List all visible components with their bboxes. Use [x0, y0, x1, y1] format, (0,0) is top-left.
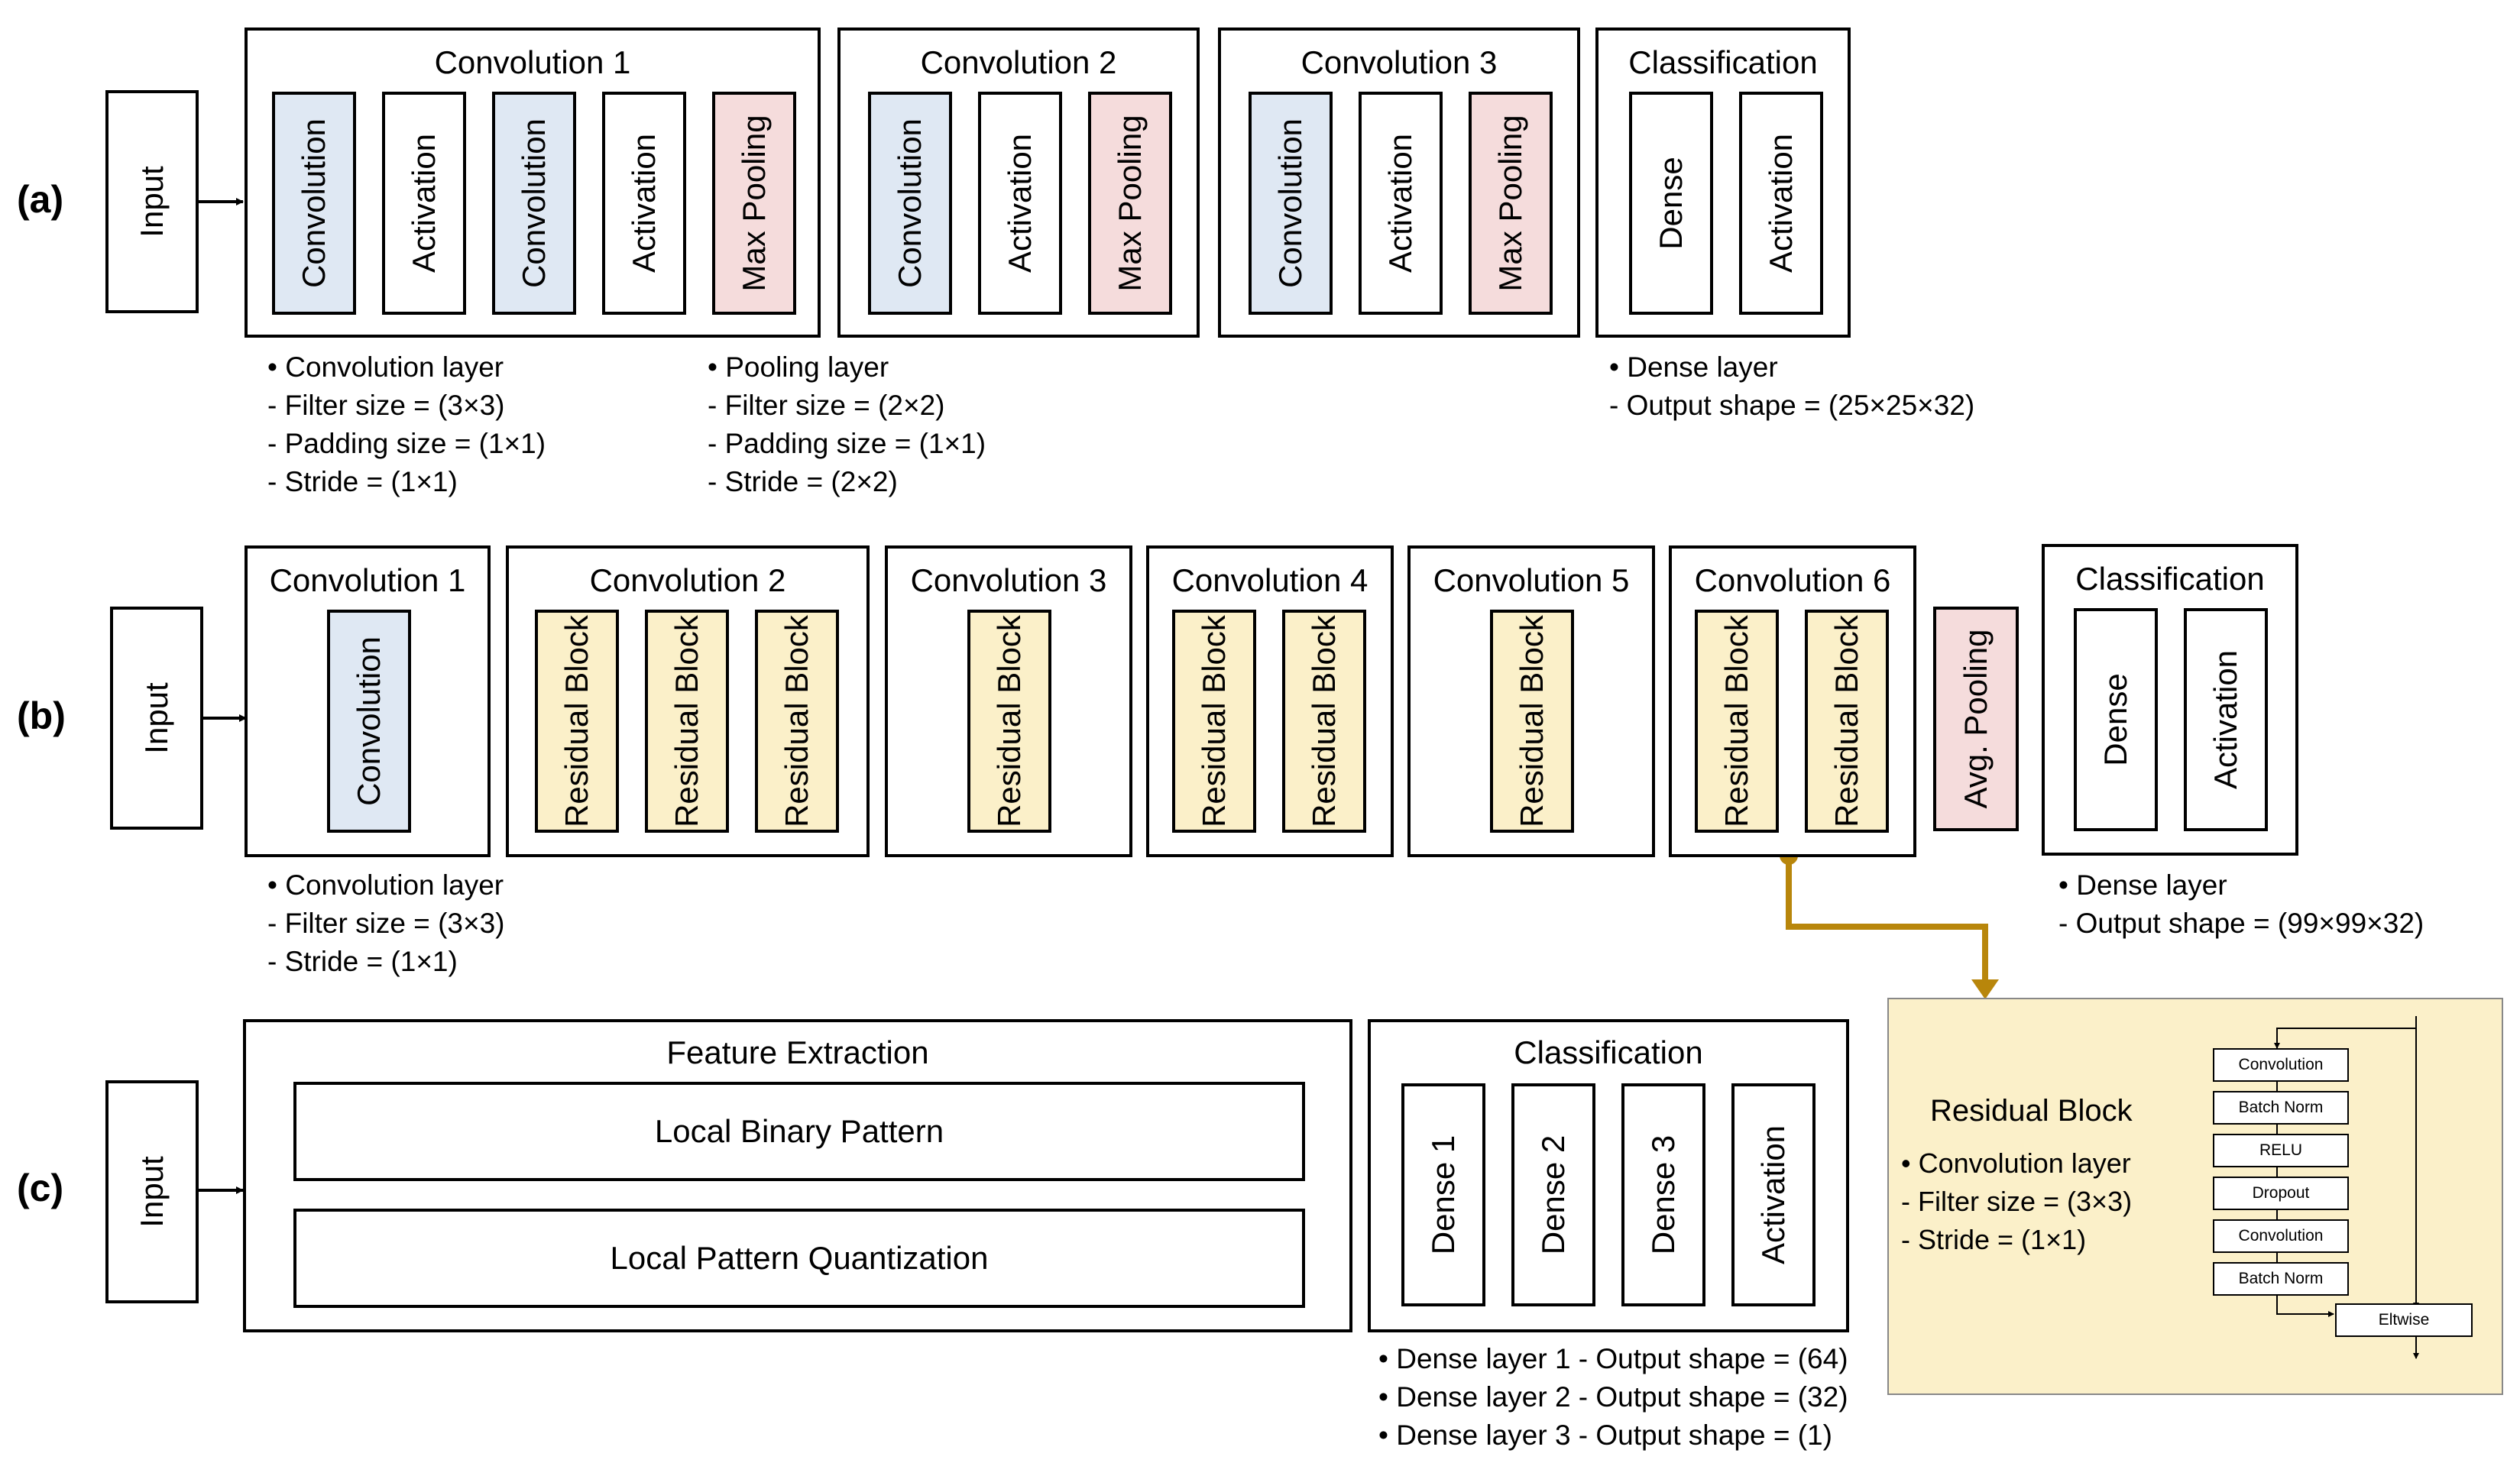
block-dense-3: Dense 3 — [1621, 1083, 1705, 1306]
residual-connector — [1786, 856, 1988, 986]
residual-title: Residual Block — [1930, 1094, 2133, 1128]
feature-local-pattern-quantization: Local Pattern Quantization — [293, 1209, 1305, 1308]
panel-b-label: (b) — [17, 694, 66, 737]
group-title: Convolution 3 — [910, 562, 1107, 598]
panel-c-dense-notes: • Dense layer 1 - Output shape = (64) • … — [1378, 1343, 1848, 1451]
block-activation: Activation — [978, 92, 1062, 315]
panel-c-input: Input — [105, 1080, 199, 1303]
block-dense: Dense — [2074, 608, 2158, 831]
panel-b-convolution-5: Convolution 5 Residual Block — [1407, 545, 1655, 857]
block-max-pooling: Max Pooling — [1088, 92, 1172, 315]
block-convolution: Convolution — [492, 92, 576, 315]
panel-c-feature-extraction: Feature Extraction Local Binary Pattern … — [243, 1019, 1352, 1332]
block-avg-pooling: Avg. Pooling — [1933, 607, 2019, 831]
panel-b-convolution-4: Convolution 4 Residual Block Residual Bl… — [1146, 545, 1394, 857]
residual-flow-lines — [2274, 1016, 2419, 1359]
panel-a-pool-notes: • Pooling layer - Filter size = (2×2) - … — [708, 351, 986, 497]
group-title: Convolution 4 — [1171, 562, 1369, 598]
panel-a-convolution-2: Convolution 2 Convolution Activation Max… — [837, 28, 1200, 338]
residual-layer-batch-norm: Batch Norm — [2213, 1262, 2349, 1296]
group-title: Feature Extraction — [666, 1034, 929, 1070]
block-activation: Activation — [382, 92, 466, 315]
block-residual: Residual Block — [1805, 610, 1889, 833]
panel-b-classification: Classification Dense Activation — [2042, 544, 2298, 856]
group-title: Classification — [1628, 44, 1818, 80]
block-residual: Residual Block — [1695, 610, 1779, 833]
panel-a-dense-notes: • Dense layer - Output shape = (25×25×32… — [1609, 351, 1975, 421]
residual-layer-batch-norm: Batch Norm — [2213, 1091, 2349, 1125]
block-residual: Residual Block — [1282, 610, 1366, 833]
residual-layer-dropout: Dropout — [2213, 1177, 2349, 1210]
block-activation: Activation — [1731, 1083, 1816, 1306]
residual-connector-head — [1971, 979, 1999, 999]
block-residual: Residual Block — [1490, 610, 1574, 833]
block-activation: Activation — [2184, 608, 2268, 831]
group-title: Classification — [2075, 561, 2265, 597]
feature-local-binary-pattern: Local Binary Pattern — [293, 1082, 1305, 1181]
group-title: Classification — [1514, 1034, 1703, 1070]
panel-a-convolution-3: Convolution 3 Convolution Activation Max… — [1218, 28, 1580, 338]
group-title: Convolution 2 — [589, 562, 786, 598]
residual-layer-convolution: Convolution — [2213, 1048, 2349, 1082]
panel-c-classification: Classification Dense 1 Dense 2 Dense 3 A… — [1368, 1019, 1849, 1332]
block-residual: Residual Block — [535, 610, 619, 833]
panel-b-convolution-2: Convolution 2 Residual Block Residual Bl… — [506, 545, 870, 857]
group-title: Convolution 5 — [1433, 562, 1630, 598]
panel-b-convolution-3: Convolution 3 Residual Block — [885, 545, 1132, 857]
panel-a-input: Input — [105, 90, 199, 313]
residual-notes: • Convolution layer - Filter size = (3×3… — [1901, 1147, 2133, 1255]
block-activation: Activation — [602, 92, 686, 315]
block-residual: Residual Block — [645, 610, 729, 833]
block-convolution: Convolution — [272, 92, 356, 315]
panel-b-conv-notes: • Convolution layer - Filter size = (3×3… — [267, 869, 505, 977]
block-dense: Dense — [1629, 92, 1713, 315]
panel-b-dense-notes: • Dense layer - Output shape = (99×99×32… — [2058, 869, 2424, 939]
block-convolution: Convolution — [1249, 92, 1333, 315]
panel-a-label: (a) — [17, 178, 64, 221]
group-title: Convolution 1 — [269, 562, 466, 598]
block-dense-2: Dense 2 — [1511, 1083, 1595, 1306]
panel-a-conv-notes: • Convolution layer - Filter size = (3×3… — [267, 351, 546, 497]
panel-a-classification: Classification Dense Activation — [1595, 28, 1851, 338]
block-dense-1: Dense 1 — [1401, 1083, 1485, 1306]
group-title: Convolution 6 — [1694, 562, 1891, 598]
panel-a-convolution-1: Convolution 1 Convolution Activation Con… — [245, 28, 821, 338]
block-activation: Activation — [1359, 92, 1443, 315]
block-max-pooling: Max Pooling — [1469, 92, 1553, 315]
block-residual: Residual Block — [755, 610, 839, 833]
block-activation: Activation — [1739, 92, 1823, 315]
residual-eltwise: Eltwise — [2335, 1303, 2473, 1337]
panel-c-label: (c) — [17, 1167, 64, 1209]
panel-b-input: Input — [110, 607, 203, 830]
block-max-pooling: Max Pooling — [712, 92, 796, 315]
panel-b-convolution-6: Convolution 6 Residual Block Residual Bl… — [1669, 545, 1916, 857]
residual-block-inset: Residual Block • Convolution layer - Fil… — [1887, 998, 2503, 1395]
group-title: Convolution 3 — [1300, 44, 1498, 80]
residual-layer-relu: RELU — [2213, 1134, 2349, 1167]
group-title: Convolution 1 — [434, 44, 631, 80]
block-residual: Residual Block — [967, 610, 1051, 833]
block-convolution: Convolution — [327, 610, 411, 833]
group-title: Convolution 2 — [920, 44, 1117, 80]
residual-layer-convolution: Convolution — [2213, 1219, 2349, 1253]
panel-b-convolution-1: Convolution 1 Convolution — [245, 545, 491, 857]
block-residual: Residual Block — [1172, 610, 1256, 833]
block-convolution: Convolution — [868, 92, 952, 315]
